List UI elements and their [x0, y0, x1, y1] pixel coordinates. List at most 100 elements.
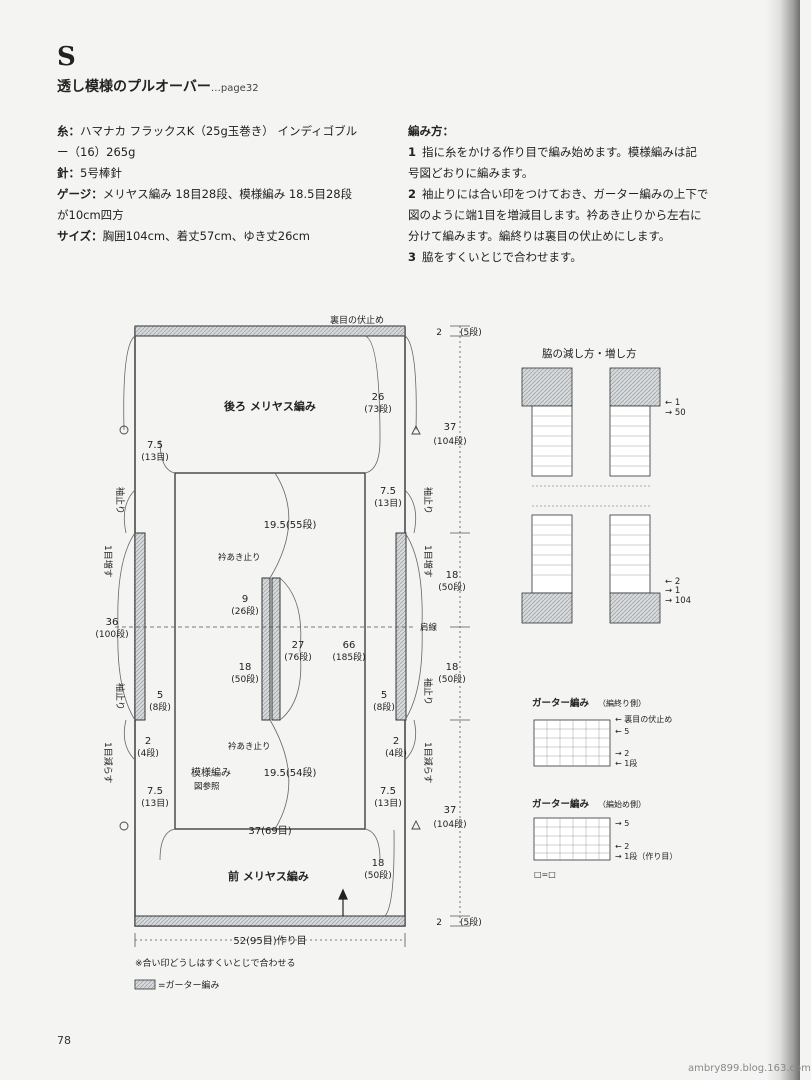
measure-19-5-top: 19.5(55段) [264, 518, 317, 531]
needle-label: 針： [57, 166, 80, 180]
increase-label-right: 1目増す [422, 545, 434, 578]
gauge-line2: が10cm四方 [57, 208, 124, 222]
knitting-direction-arrow [338, 888, 348, 916]
measure-9-rows: (26段) [231, 605, 258, 617]
top-garter-band [134, 325, 406, 337]
size-text: 胸囲104cm、着丈57cm、ゆき丈26cm [102, 229, 310, 243]
measure-7-5-bottom-left-stitches: (13目) [141, 798, 168, 809]
garter-start-row1: → 1段（作り目） [615, 851, 677, 861]
neck-top-label: 衿あき止り [218, 552, 261, 563]
measure-2-right: 2 [393, 736, 399, 747]
measure-7-5-bottom-right-stitches: (13目) [374, 798, 401, 809]
garter-end-row1: ← 1段 [615, 758, 637, 768]
increase-label-left: 1目増す [102, 545, 114, 578]
measure-18-lower: 18 [446, 662, 459, 673]
page-reference: …page32 [210, 83, 259, 94]
chart-row-1-upper: ← 1 [665, 398, 680, 408]
measure-2-left: 2 [145, 736, 151, 747]
step-1-line2: 号図どおりに編みます。 [408, 166, 534, 180]
sleeve-stop-label-right-upper: 袖止り [422, 487, 434, 514]
measure-27: 27 [292, 640, 305, 651]
bottom-garter-band [134, 915, 406, 927]
garter-end-bindoff: ← 裏目の伏止め [615, 714, 672, 724]
side-chart-lower [521, 505, 661, 624]
seaming-note: ※合い印どうしはすくいとじで合わせる [135, 957, 296, 969]
side-shaping-title: 脇の減し方・増し方 [542, 347, 637, 360]
page-number: 78 [57, 1034, 71, 1047]
left-sleeve-garter [134, 532, 146, 721]
measure-bottom-width: 52(95目)作り目 [233, 935, 306, 947]
materials-block: 糸：ハマナカ フラックスK（25g玉巻き） インディゴブル ー（16）265g … [57, 121, 387, 247]
measure-18-upper: 18 [446, 570, 459, 581]
decrease-label-right: 1目減らす [422, 742, 434, 784]
yarn-line2: ー（16）265g [57, 145, 136, 159]
measure-37-width: 37(69目) [248, 826, 291, 837]
diagram-labels: 裏目の伏止め 後ろ メリヤス編み 前 メリヤス編み 模様編み 図参照 衿あき止り… [95, 314, 481, 991]
right-sleeve-garter [395, 532, 407, 721]
binding-shadow [766, 0, 800, 1080]
measure-26-rows: (73段) [364, 403, 391, 415]
legend-garter-text: =ガーター編み [158, 979, 220, 991]
side-chart-upper [521, 367, 661, 487]
step-2-number: 2 [408, 187, 417, 201]
measure-26: 26 [372, 392, 385, 403]
step-3-line1: 脇をすくいとじで合わせます。 [422, 250, 582, 264]
step-2-line3: 分けて編みます。編終りは裏目の伏止めにします。 [408, 229, 671, 243]
measure-5-left-rows: (8段) [149, 701, 171, 713]
front-piece-label: 前 メリヤス編み [228, 869, 309, 883]
legend-garter-swatch [134, 979, 156, 990]
pattern-letter: S [57, 42, 76, 72]
needle-text: 5号棒針 [80, 166, 122, 180]
sleeve-stop-label-left-lower: 袖止り [114, 683, 126, 710]
measure-37-bottom-rows: (104段) [433, 818, 466, 830]
top-bindoff-label: 裏目の伏止め [330, 314, 384, 326]
measure-7-5-bottom-right: 7.5 [380, 786, 396, 797]
measure-7-5-top-left-stitches: (13目) [141, 452, 168, 463]
measure-7-5-top-right-stitches: (13目) [374, 498, 401, 509]
symbol-legend: □=□ [534, 870, 556, 879]
step-3-number: 3 [408, 250, 417, 264]
measure-36: 36 [106, 617, 119, 628]
measure-37-top-rows: (104段) [433, 435, 466, 447]
measure-18-neck: 18 [239, 662, 252, 673]
garter-start-chart [533, 817, 611, 861]
yarn-line1: ハマナカ フラックスK（25g玉巻き） インディゴブル [80, 124, 358, 138]
neck-opening-right [271, 577, 281, 721]
sleeve-stop-label-right-lower: 袖止り [422, 678, 434, 705]
garter-end-chart [533, 719, 611, 767]
size-label: サイズ： [57, 229, 103, 243]
measure-18-front: 18 [372, 858, 385, 869]
measure-37-bottom: 37 [444, 805, 457, 816]
measure-7-5-bottom-left: 7.5 [147, 786, 163, 797]
neck-opening-left [261, 577, 271, 721]
garter-end-title: ガーター編み [532, 697, 590, 709]
garter-start-row5: → 5 [615, 819, 629, 828]
measure-18-neck-rows: (50段) [231, 673, 258, 685]
measure-5-left: 5 [157, 690, 163, 701]
chart-row-1-lower: → 1 [665, 586, 680, 596]
measure-5-right: 5 [381, 690, 387, 701]
measure-2-left-rows: (4段) [137, 747, 159, 759]
measure-2-right-rows: (4段) [385, 747, 407, 759]
measure-66-rows: (185段) [332, 651, 365, 663]
pattern-reference: 図参照 [194, 781, 220, 792]
measure-27-rows: (76段) [284, 651, 311, 663]
chart-row-2: ← 2 [665, 577, 680, 587]
chart-row-50: → 50 [665, 408, 686, 418]
title-row: 透し模様のプルオーバー…page32 [57, 76, 259, 96]
measure-2-top: 2 [436, 328, 442, 338]
measure-18-front-rows: (50段) [364, 869, 391, 881]
yarn-label: 糸： [57, 124, 80, 138]
measure-7-5-top-left: 7.5 [147, 440, 163, 451]
measure-9: 9 [242, 594, 248, 605]
dimension-curves [117, 335, 423, 917]
measure-66: 66 [343, 640, 356, 651]
neck-bottom-label: 衿あき止り [228, 741, 271, 752]
measure-7-5-top-right: 7.5 [380, 486, 396, 497]
step-1-line1: 指に糸をかける作り目で編み始めます。模様編みは記 [422, 145, 697, 159]
footer-url: ambry899.blog.163.com [688, 1063, 811, 1074]
measure-2-top-rows: (5段) [460, 326, 482, 338]
pattern-title: 透し模様のプルオーバー [57, 79, 211, 95]
